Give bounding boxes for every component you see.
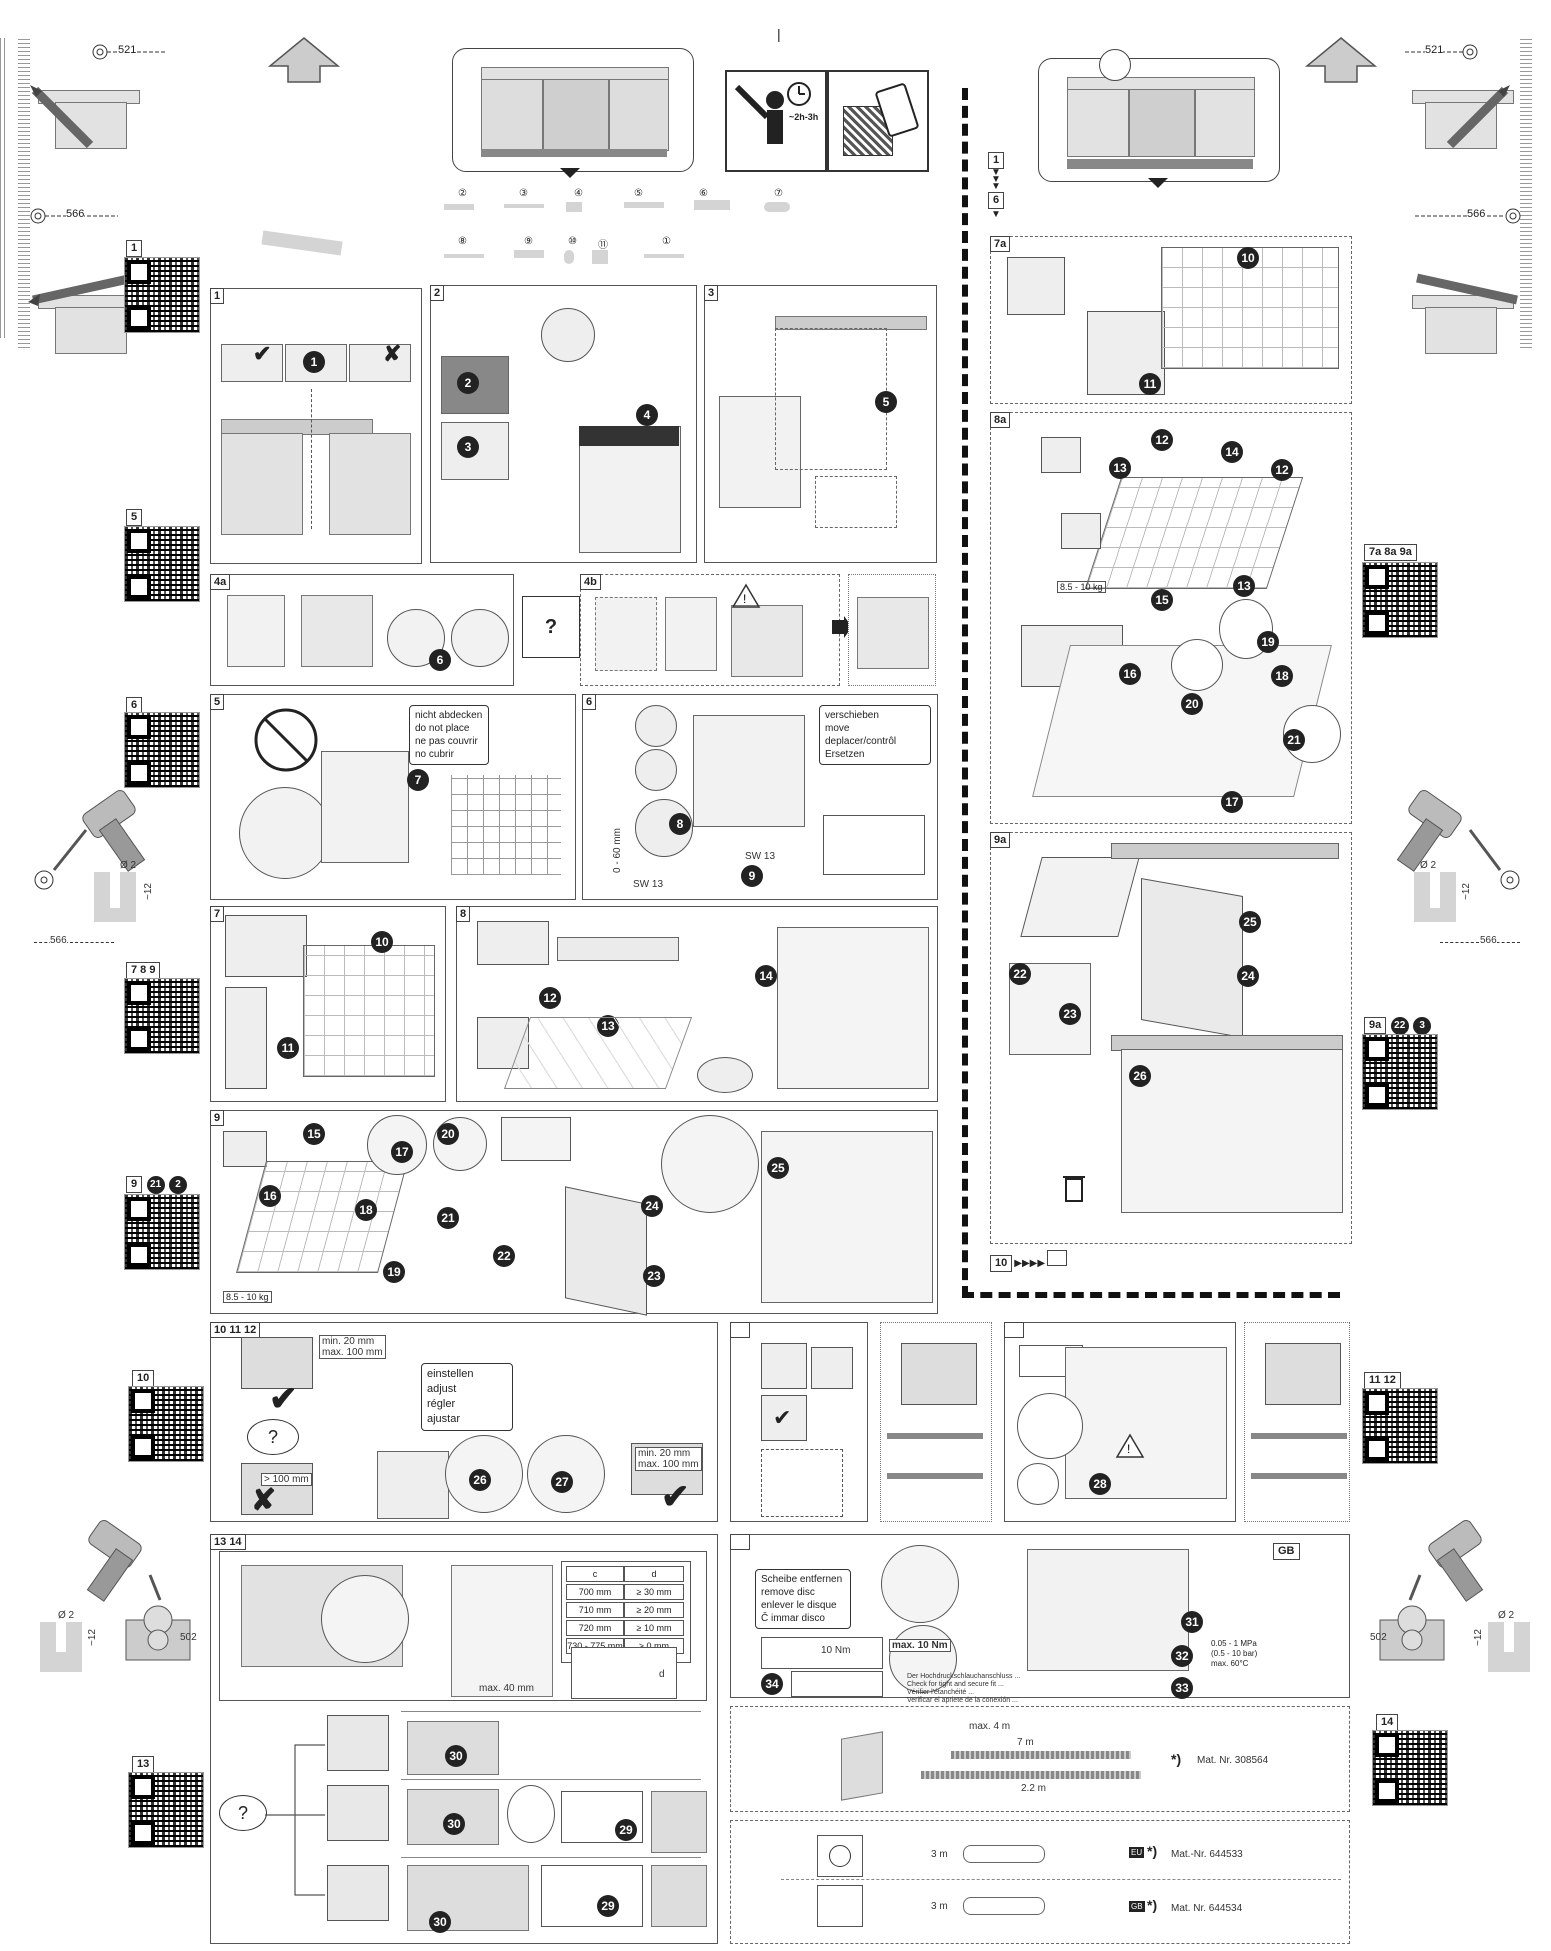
step-panel-11-detail <box>880 1322 992 1522</box>
extension-hose-panel: max. 4 m 7 m 2.2 m *) Mat. Nr. 308564 <box>730 1706 1350 1812</box>
step-panel-4b-extra <box>848 574 936 686</box>
step-panel-7: 7 10 11 <box>210 906 446 1102</box>
phone-scan-box <box>827 70 929 172</box>
section-divider-vertical <box>962 88 968 1298</box>
qr-code-6[interactable] <box>124 712 200 788</box>
step-panel-4b: 4b ! <box>580 574 840 686</box>
qr-label-1112: 11 12 <box>1364 1372 1401 1389</box>
qr-code-1[interactable] <box>124 257 200 333</box>
step-panel-8: 8 12 13 14 <box>456 906 938 1102</box>
drill-left: Ø 2 ~12 566 <box>24 790 184 950</box>
svg-text:!: ! <box>743 592 746 606</box>
technician-box: ~2h-3h <box>725 70 827 172</box>
parts-row-2: ⑧ ⑨ ⑩ ⑪ ① <box>444 236 704 266</box>
left-ruler <box>18 38 30 348</box>
pencil-icon-3 <box>1446 85 1510 149</box>
kitchen-bubble-left <box>452 48 694 172</box>
qr-code-13[interactable] <box>128 1772 204 1848</box>
right-ruler <box>1520 38 1532 348</box>
qr-code-14[interactable] <box>1372 1730 1448 1806</box>
question-choice-box: ? <box>522 596 580 658</box>
qr-label-5: 5 <box>126 509 143 526</box>
weight-label: 8.5 - 10 kg <box>223 1291 272 1303</box>
qr-label-1: 1 <box>126 240 143 257</box>
prohibited-icon <box>254 708 318 772</box>
dim-521-left: 521 <box>118 44 137 56</box>
step-panel-13-14: 13 14 c d 700 mm ≥ 30 mm 710 mm ≥ 20 mm … <box>210 1534 718 1944</box>
qr-label-14: 14 <box>1376 1714 1399 1731</box>
trash-icon <box>1063 1176 1085 1202</box>
svg-text:!: ! <box>1127 1442 1130 1456</box>
step-panel-11: ✔ <box>730 1322 868 1522</box>
step-panel-12: ! 28 <box>1004 1322 1236 1522</box>
qr-label-789: 7 8 9 <box>126 962 161 979</box>
step-panel-3: 3 5 <box>704 285 937 563</box>
qr-label-10: 10 <box>132 1370 155 1387</box>
pencil-icon-4 <box>1416 273 1518 305</box>
pencil-icon-2 <box>28 273 134 306</box>
step-panel-7a: 7a 11 10 <box>990 236 1352 404</box>
qr-code-789[interactable] <box>124 978 200 1054</box>
qr-code-9a[interactable] <box>1362 1034 1438 1110</box>
drill-bottom-right: Ø 2 ~12 502 <box>1370 1520 1540 1680</box>
step-panel-4a: 4a 6 <box>210 574 514 686</box>
right-step-sequence: 1 ▼▼▼ 6 ▼ <box>988 150 1005 220</box>
choice-question-icon: ? <box>219 1795 267 1831</box>
drill-bottom-left: Ø 2 ~12 502 <box>30 1520 200 1680</box>
power-cord-panel: 3 m 3 m EU *) Mat.-Nr. 644533 GB *) Mat.… <box>730 1820 1350 1944</box>
right-step-10-seq: 10▶▶▶▶ <box>990 1250 1068 1272</box>
step-panel-12-detail <box>1244 1322 1350 1522</box>
qr-label-9a: 9a <box>1364 1017 1387 1034</box>
drill-right: Ø 2 ~12 566 <box>1370 790 1530 950</box>
up-arrow-icon-right <box>1304 37 1378 83</box>
qr-code-10[interactable] <box>128 1386 204 1462</box>
qr-code-9[interactable] <box>124 1194 200 1270</box>
qr-label-7a8a9a: 7a 8a 9a <box>1364 544 1417 561</box>
step-panel-2: 2 2 3 4 <box>430 285 697 563</box>
time-badge: ~2h-3h <box>789 112 819 122</box>
section-divider-horizontal <box>962 1292 1340 1298</box>
right-arrow-icon <box>832 616 852 638</box>
qr-code-5[interactable] <box>124 526 200 602</box>
qr-code-1112[interactable] <box>1362 1388 1438 1464</box>
parts-row-1: ② ③ ④ ⑤ ⑥ ⑦ <box>444 188 804 218</box>
qr-code-7a8a9a[interactable] <box>1362 562 1438 638</box>
kitchen-bubble-right <box>1038 49 1280 182</box>
step-panel-9a: 9a 25 24 22 23 26 <box>990 832 1352 1244</box>
step-panel-9: 9 15 16 18 19 17 20 21 22 24 23 25 8.5 -… <box>210 1110 938 1316</box>
step-panel-8a: 8a 12 13 14 12 13 15 8.5 - 10 kg 19 18 2… <box>990 412 1352 824</box>
dimension-table: c d 700 mm ≥ 30 mm 710 mm ≥ 20 mm 720 mm… <box>561 1561 691 1663</box>
pencil-icon <box>30 85 94 149</box>
step-panel-1: 1 1 ✔ ✘ <box>210 288 422 564</box>
qr-label-6: 6 <box>126 697 143 714</box>
qr-label-13: 13 <box>132 1756 155 1773</box>
up-arrow-icon-left <box>267 37 341 83</box>
qr-label-9: 9 <box>126 1176 143 1193</box>
